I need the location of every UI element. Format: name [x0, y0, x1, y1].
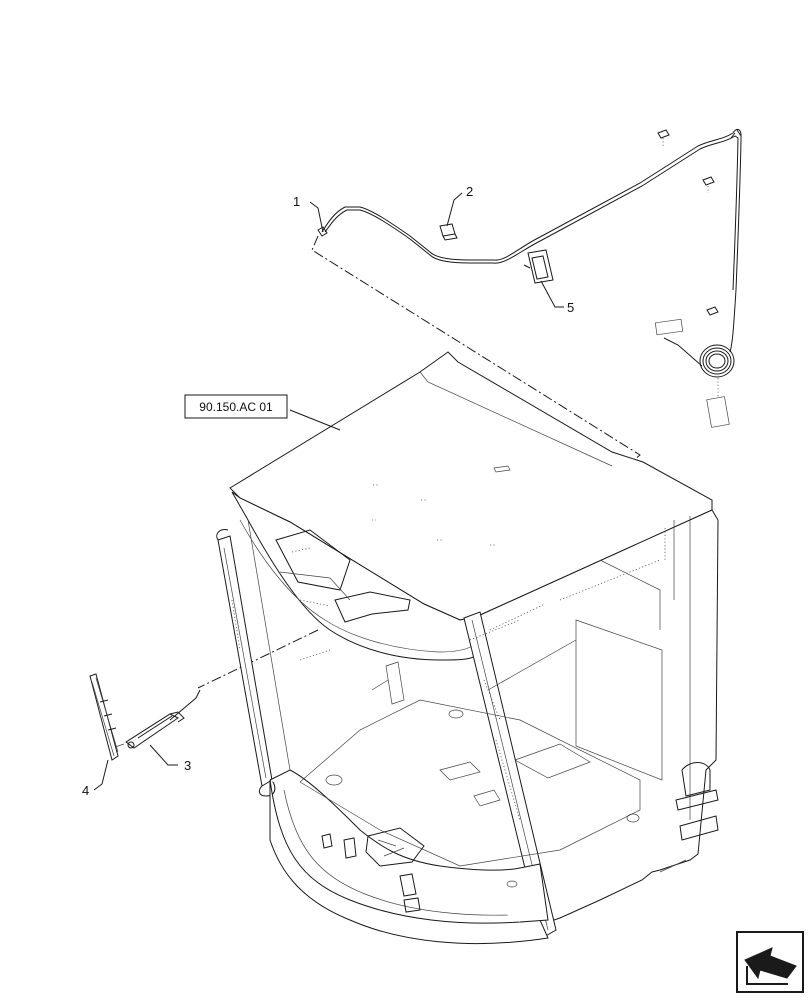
callout-1: 1: [293, 194, 300, 209]
wiper-motor-part-3: [111, 711, 185, 749]
callout-2: 2: [466, 184, 473, 199]
bracket-part-5: [523, 249, 554, 284]
cab-frame: [169, 351, 719, 945]
callout-5: 5: [567, 300, 574, 315]
next-page-arrow-icon[interactable]: [736, 931, 804, 993]
wiring-harness: [317, 128, 742, 428]
wiper-blade-part-4: [89, 673, 119, 761]
callout-3: 3: [184, 758, 191, 773]
callout-4: 4: [82, 783, 89, 798]
reference-label[interactable]: 90.150.AC 01: [199, 400, 273, 414]
clip-part-2: [439, 223, 458, 241]
leader-lines: [93, 192, 564, 791]
reference-box[interactable]: 90.150.AC 01: [184, 394, 288, 419]
